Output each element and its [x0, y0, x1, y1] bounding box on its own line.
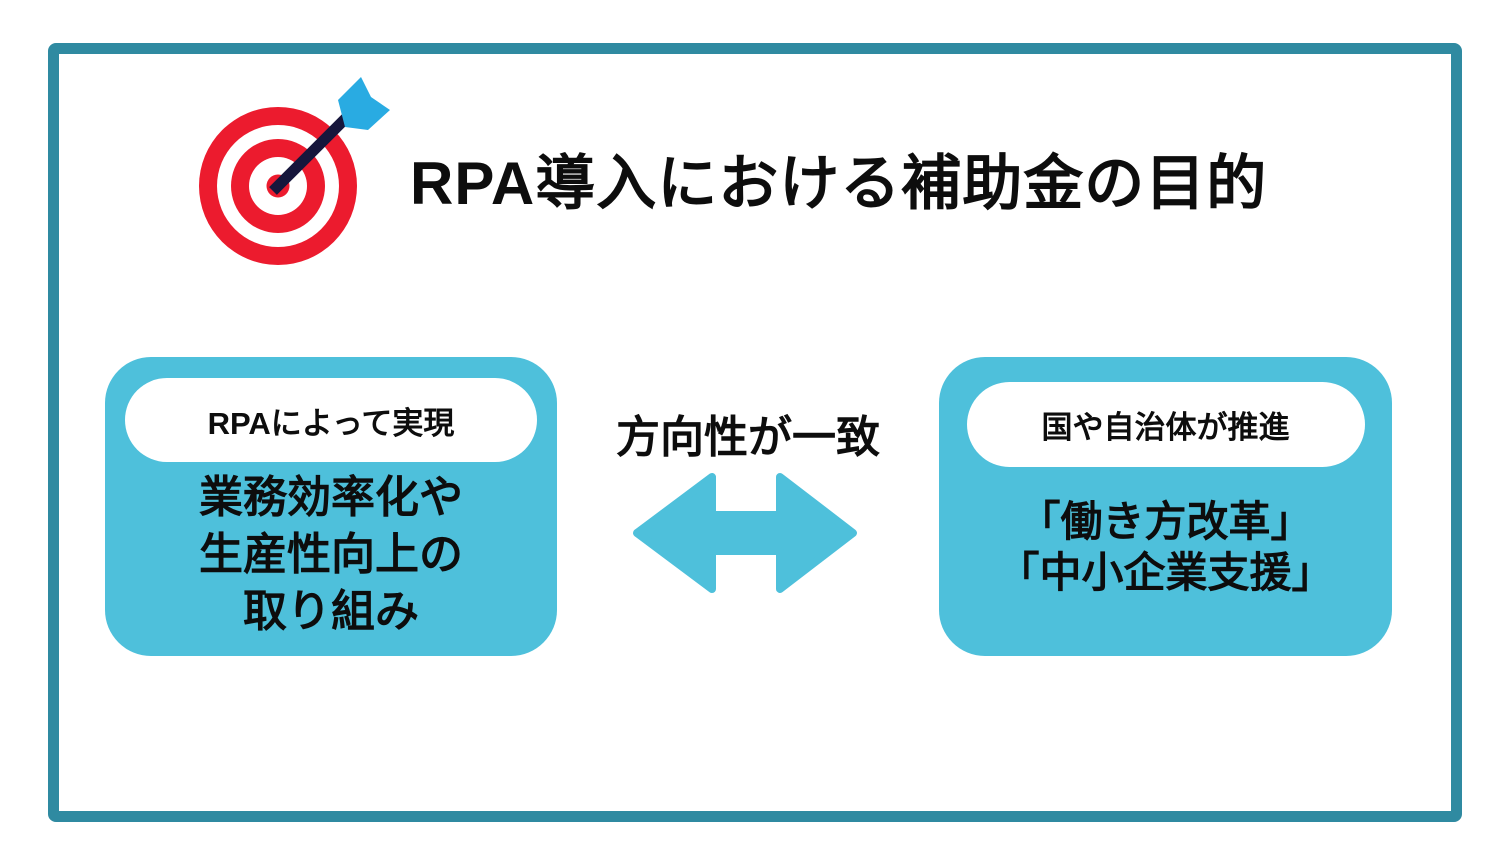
outer-frame [48, 43, 1462, 822]
left-card-line: 業務効率化や [199, 473, 463, 522]
right-card-line: 「中小企業支援」 [997, 549, 1334, 596]
right-card-text: 「働き方改革」 「中小企業支援」 [939, 496, 1392, 598]
left-card-tag-pill: RPAによって実現 [125, 378, 537, 462]
page-title: RPA導入における補助金の目的 [410, 150, 1268, 217]
relation-label: 方向性が一致 [616, 413, 880, 462]
left-card-line: 生産性向上の [199, 530, 463, 579]
left-card-line: 取り組み [243, 587, 419, 636]
dart-shaft [269, 106, 358, 195]
right-card-tag-pill: 国や自治体が推進 [966, 382, 1365, 467]
left-card: RPAによって実現 業務効率化や 生産性向上の 取り組み [105, 357, 557, 656]
double-arrow-icon [633, 473, 857, 593]
right-card-line: 「働き方改革」 [1018, 498, 1313, 545]
double-arrow-shape [633, 473, 857, 593]
right-card-tag-label: 国や自治体が推進 [1041, 410, 1290, 445]
left-card-text: 業務効率化や 生産性向上の 取り組み [105, 469, 557, 640]
right-card: 国や自治体が推進 「働き方改革」 「中小企業支援」 [939, 357, 1392, 656]
dart-fletching [338, 77, 390, 130]
target-icon [199, 77, 390, 265]
left-card-tag-label: RPAによって実現 [207, 405, 455, 441]
